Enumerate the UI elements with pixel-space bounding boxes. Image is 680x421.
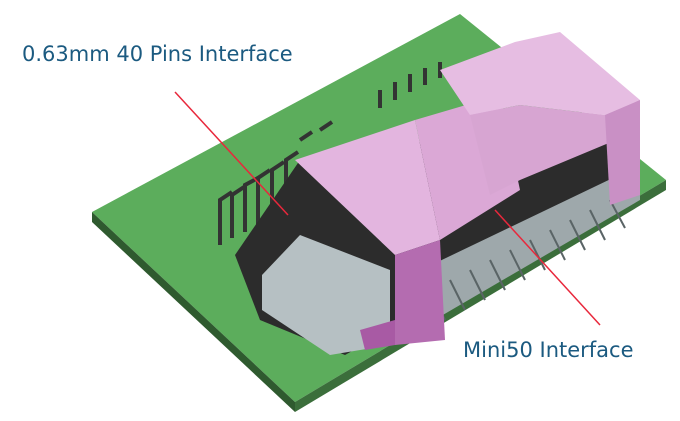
leader-line-pins	[174, 91, 289, 216]
pins-interface-label: 0.63mm 40 Pins Interface	[22, 42, 293, 66]
mini50-interface-label: Mini50 Interface	[463, 338, 634, 362]
leader-line-mini50	[494, 209, 601, 326]
pin-header	[218, 62, 442, 245]
pink-housing	[295, 32, 640, 350]
